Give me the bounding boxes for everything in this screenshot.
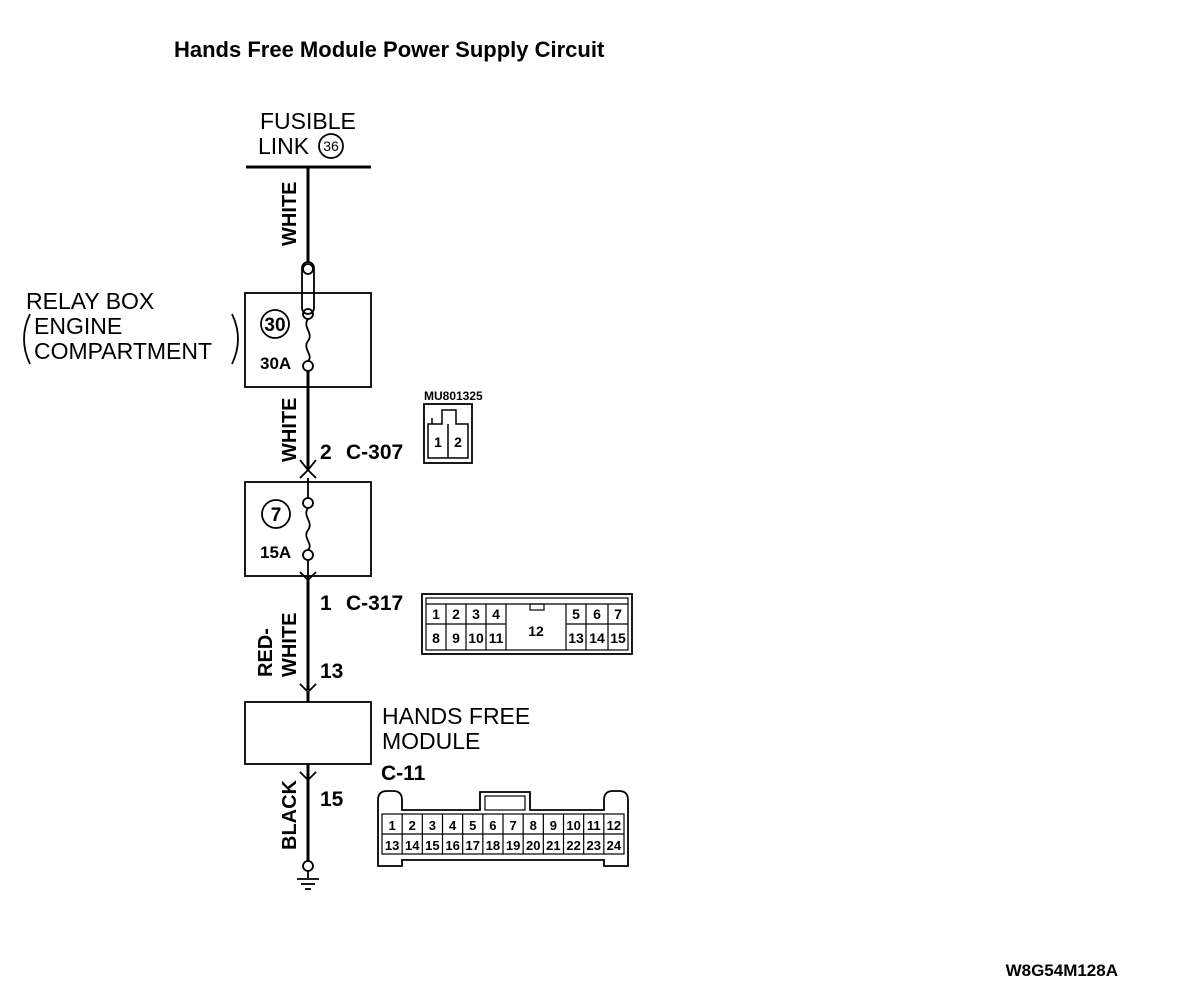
c307-part-number: MU801325	[424, 389, 483, 403]
fuse7-number-circle	[261, 499, 291, 529]
connector-pin-9: 9	[550, 818, 557, 833]
fuse7-rating: 15A	[260, 543, 291, 562]
connector-pin-5: 5	[572, 606, 580, 622]
connector-pin-12: 12	[607, 818, 621, 833]
c317-connector-face	[421, 593, 633, 655]
relay-box-terminal	[301, 261, 315, 315]
connector-pin-20: 20	[526, 838, 540, 853]
c317-pin-12: 12	[528, 623, 544, 639]
connector-pin-11: 11	[587, 818, 601, 833]
fuse7-terminal-bottom	[302, 549, 314, 561]
fusible-link-label-2: LINK	[258, 133, 310, 159]
fusible-link-number: 36	[323, 138, 339, 154]
relay-box-label: RELAY BOX	[26, 288, 154, 314]
relay-box-paren-right	[231, 313, 239, 365]
c307-pin-2: 2	[454, 434, 462, 450]
connector-pin-1: 1	[432, 606, 440, 622]
connector-pin-10: 10	[468, 630, 484, 646]
hfm-label: HANDS FREE	[382, 703, 530, 729]
relay-box-label-2: ENGINE	[34, 313, 122, 339]
wire-color-black: BLACK	[279, 779, 301, 850]
c317-name: C-317	[346, 592, 403, 615]
connector-pin-3: 3	[429, 818, 436, 833]
connector-pin-17: 17	[466, 838, 480, 853]
fuse7-terminal-top	[302, 497, 314, 509]
c307-connector-face	[423, 403, 473, 464]
connector-pin-4: 4	[449, 818, 457, 833]
connector-pin-21: 21	[546, 838, 560, 853]
hands-free-module-box	[244, 701, 372, 765]
connector-pin-3: 3	[472, 606, 480, 622]
c317-pin: 1	[320, 592, 332, 615]
fuse30-element	[305, 318, 311, 362]
c11-row2: 13 14 15 16 17 18 19 20 21 22 23 24	[385, 838, 622, 853]
wire-color-white-top: WHITE	[279, 182, 301, 246]
c307-pin-1: 1	[434, 434, 442, 450]
connector-pin-6: 6	[593, 606, 601, 622]
fuse30-number-circle	[260, 309, 290, 339]
diagram-title: Hands Free Module Power Supply Circuit	[174, 37, 605, 62]
fuse7-number: 7	[271, 505, 282, 526]
connector-pin-8: 8	[432, 630, 440, 646]
connector-pin-24: 24	[607, 838, 622, 853]
connector-pin-2: 2	[409, 818, 416, 833]
hfm-label-2: MODULE	[382, 728, 480, 754]
c11-name: C-11	[381, 762, 426, 785]
connector-pin-7: 7	[614, 606, 622, 622]
fuse30-rating: 30A	[260, 354, 291, 373]
connector-pin-4: 4	[492, 606, 500, 622]
relay-box-paren-left	[23, 313, 31, 365]
c307-name: C-307	[346, 441, 403, 464]
c307-connector-mark-female	[299, 468, 317, 479]
connector-pin-14: 14	[405, 838, 420, 853]
fuse30-number: 30	[264, 315, 285, 336]
fuse7-element	[305, 507, 311, 551]
connector-pin-19: 19	[506, 838, 520, 853]
wire-color-red-white-2: WHITE	[279, 613, 301, 677]
fuse30-terminal-bottom	[302, 360, 314, 372]
wire-color-white-mid: WHITE	[279, 398, 301, 462]
connector-pin-14: 14	[589, 630, 605, 646]
connector-pin-23: 23	[587, 838, 601, 853]
connector-pin-8: 8	[530, 818, 537, 833]
connector-pin-16: 16	[445, 838, 459, 853]
relay-box-terminal-top	[302, 263, 314, 275]
connector-pin-5: 5	[469, 818, 476, 833]
connector-pin-7: 7	[509, 818, 516, 833]
fusible-link-number-circle	[318, 133, 344, 159]
connector-pin-1: 1	[388, 818, 395, 833]
fusible-link-label: FUSIBLE	[260, 108, 356, 134]
c11-pin: 15	[320, 788, 344, 811]
connector-pin-13: 13	[568, 630, 584, 646]
connector-pin-11: 11	[489, 630, 504, 646]
wire-color-red-white-1: RED-	[255, 628, 277, 677]
connector-pin-13: 13	[385, 838, 399, 853]
ground-terminal	[302, 860, 314, 872]
connector-pin-15: 15	[610, 630, 626, 646]
connector-pin-6: 6	[489, 818, 496, 833]
ground-icon	[297, 871, 319, 890]
connector-pin-18: 18	[486, 838, 500, 853]
connector-pin-22: 22	[566, 838, 580, 853]
relay-box-label-3: COMPARTMENT	[34, 338, 212, 364]
c317-module-pin: 13	[320, 660, 343, 683]
c11-pin-dividers	[401, 814, 605, 854]
diagram-code: W8G54M128A	[1006, 961, 1118, 980]
connector-pin-2: 2	[452, 606, 460, 622]
connector-pin-9: 9	[452, 630, 460, 646]
connector-pin-15: 15	[425, 838, 439, 853]
connector-pin-10: 10	[566, 818, 580, 833]
c307-pin: 2	[320, 441, 332, 464]
